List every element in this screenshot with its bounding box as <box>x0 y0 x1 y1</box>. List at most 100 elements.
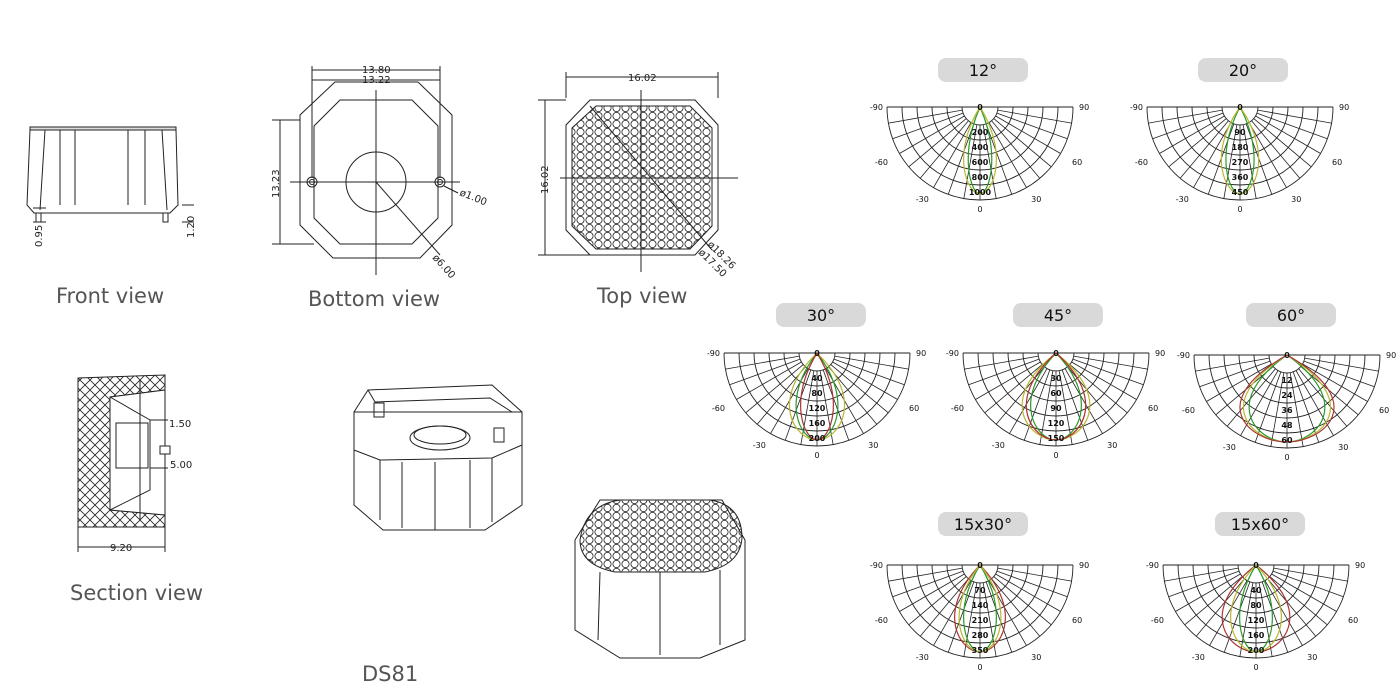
polar-spoke <box>892 570 964 598</box>
polar-spoke <box>1302 363 1368 402</box>
polar-label-low-right: 30 <box>1338 443 1348 452</box>
polar-label-right: 90 <box>1079 103 1089 112</box>
dim-section-b: 5.00 <box>170 460 192 471</box>
polar-spoke <box>1168 118 1227 168</box>
polar-value-label: 120 <box>1048 419 1065 428</box>
polar-spoke <box>1148 109 1223 124</box>
polar-spoke <box>1175 573 1241 612</box>
polar-value-label: 70 <box>974 586 986 595</box>
caption-bottom-view: Bottom view <box>308 287 441 311</box>
polar-beam-curve <box>1220 106 1260 195</box>
polar-label-bottom: 0 <box>977 663 982 672</box>
polar-beam-curve <box>963 106 997 195</box>
polar-label-mid-left: -60 <box>1182 406 1195 415</box>
polar-spoke <box>1206 363 1272 402</box>
polar-value-label: 30 <box>1050 374 1062 383</box>
polar-spoke <box>1253 118 1312 168</box>
polar-spoke <box>819 370 834 445</box>
polar-spoke <box>947 581 975 653</box>
polar-spoke <box>1267 578 1317 637</box>
polar-value-label: 40 <box>1250 586 1262 595</box>
polar-label-left: -90 <box>1130 103 1143 112</box>
polar-value-label: 0 <box>1053 349 1059 358</box>
polar-beam-curve <box>1239 354 1335 443</box>
polar-value-label: 0 <box>1237 103 1243 112</box>
polar-spoke <box>908 576 967 626</box>
polar-value-label: 800 <box>972 173 989 182</box>
polar-value-label: 270 <box>1232 158 1249 167</box>
polar-spoke <box>834 355 909 370</box>
polar-label-mid-left: -60 <box>1135 158 1148 167</box>
polar-spoke <box>1195 578 1245 637</box>
polar-beam-curve <box>800 352 834 441</box>
polar-title-pill <box>1246 303 1336 327</box>
dim-section-w: 9.20 <box>110 543 132 554</box>
polar-spoke <box>1195 357 1270 372</box>
polar-label-left: -90 <box>870 103 883 112</box>
dim-top-width: 16.02 <box>628 73 657 84</box>
front-view-drawing <box>26 126 194 223</box>
polar-value-label: 90 <box>1234 128 1246 137</box>
polar-label-mid-right: 60 <box>909 404 919 413</box>
polar-spoke <box>1289 372 1304 447</box>
polar-label-left: -90 <box>707 349 720 358</box>
polar-spoke <box>997 109 1072 124</box>
polar-label-low-left: -30 <box>1223 443 1236 452</box>
polar-label-left: -90 <box>1177 351 1190 360</box>
polar-label-low-right: 30 <box>1291 195 1301 204</box>
caption-top-view: Top view <box>597 284 688 308</box>
polar-title-pill <box>1215 512 1305 536</box>
polar-spoke <box>995 366 1045 425</box>
polar-value-label: 60 <box>1050 389 1062 398</box>
polar-label-mid-left: -60 <box>951 404 964 413</box>
polar-value-label: 140 <box>972 601 989 610</box>
polar-spoke <box>1179 120 1229 179</box>
polar-label-mid-left: -60 <box>875 616 888 625</box>
polar-beam-curve <box>1025 352 1087 441</box>
polar-spoke <box>1239 582 1254 657</box>
polar-spoke <box>975 361 1041 400</box>
polar-spoke <box>982 582 997 657</box>
dim-bottom-height: 13.23 <box>271 169 282 198</box>
polar-value-label: 450 <box>1232 188 1249 197</box>
polar-spoke <box>1261 581 1289 653</box>
polar-label-low-left: -30 <box>916 653 929 662</box>
top-view-drawing <box>538 72 738 272</box>
polar-spoke <box>1164 567 1239 582</box>
polar-spoke <box>1184 576 1243 626</box>
polar-value-label: 40 <box>811 374 823 383</box>
polar-spoke <box>996 570 1068 598</box>
polar-spoke <box>1067 366 1117 425</box>
dim-bottom-hole: ø1.00 <box>458 188 488 209</box>
dim-top-height: 16.02 <box>540 165 551 194</box>
3d-view-top <box>574 499 746 659</box>
polar-title: 15x60° <box>1231 515 1289 534</box>
polar-value-label: 90 <box>1050 404 1062 413</box>
polar-value-label: 60 <box>1281 436 1293 445</box>
polar-spoke <box>1058 370 1073 445</box>
polar-spoke <box>947 123 975 195</box>
polar-label-low-left: -30 <box>753 441 766 450</box>
polar-spoke <box>1061 369 1089 441</box>
polar-label-bottom: 0 <box>814 451 819 460</box>
polar-label-mid-right: 60 <box>1072 616 1082 625</box>
polar-spoke <box>1303 360 1375 388</box>
polar-spoke <box>1251 120 1301 179</box>
polar-spoke <box>1272 570 1344 598</box>
polar-spoke <box>1152 112 1224 140</box>
polar-spoke <box>1009 368 1048 434</box>
caption-section-view: Section view <box>70 581 204 605</box>
polar-label-low-left: -30 <box>916 195 929 204</box>
polar-spoke <box>963 124 978 199</box>
polar-value-label: 80 <box>811 389 823 398</box>
polar-title: 45° <box>1044 306 1072 325</box>
polar-label-left: -90 <box>946 349 959 358</box>
polar-spoke <box>1023 369 1051 441</box>
polar-value-label: 400 <box>972 143 989 152</box>
polar-spoke <box>1257 109 1332 124</box>
polar-spoke <box>899 115 965 154</box>
polar-title: 30° <box>807 306 835 325</box>
